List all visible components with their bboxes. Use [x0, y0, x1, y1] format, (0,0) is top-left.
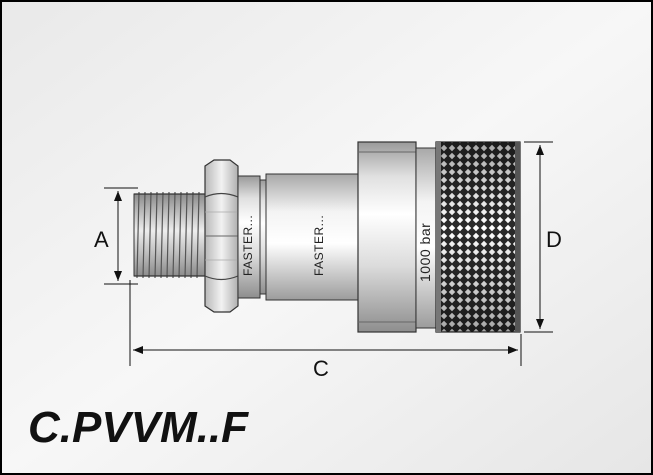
pressure-rating: 1000 bar	[417, 223, 433, 282]
dimension-d-label: D	[546, 227, 562, 252]
body-collar	[237, 175, 267, 299]
dimension-c-label: C	[313, 356, 329, 381]
socket-sleeve	[357, 141, 437, 333]
dimension-a-label: A	[94, 227, 109, 252]
dimension-d	[524, 141, 553, 333]
dimension-a	[104, 187, 138, 285]
hex-nut	[204, 159, 239, 313]
knurled-grip	[435, 141, 521, 333]
model-code: C.PVVM..F	[28, 403, 249, 452]
dimension-c	[129, 280, 522, 366]
thread-section	[133, 191, 207, 279]
main-body	[265, 173, 359, 301]
faster-marking-2: FASTER...	[312, 215, 326, 276]
faster-marking-1: FASTER...	[241, 215, 255, 276]
